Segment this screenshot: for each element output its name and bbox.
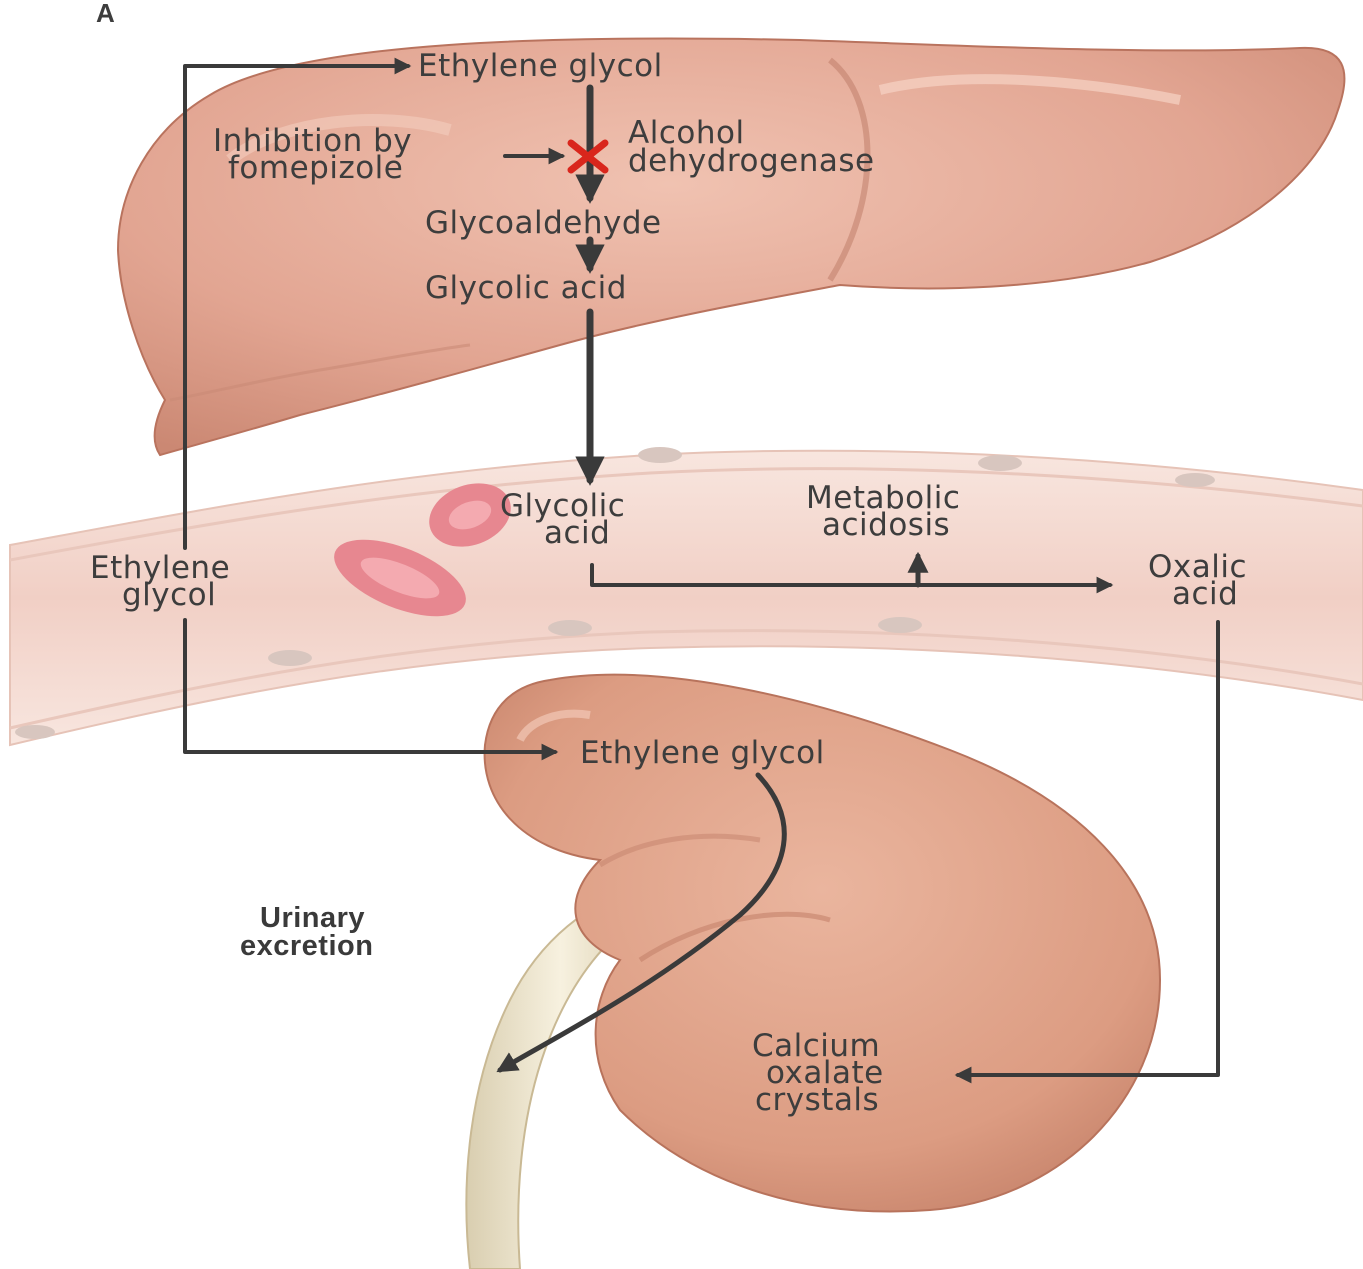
glycoaldehyde-label: Glycoaldehyde	[425, 205, 662, 241]
vessel-glycolic-acid-line2: acid	[544, 515, 610, 551]
calcium-oxalate-line3: crystals	[755, 1082, 879, 1118]
liver-illustration	[118, 39, 1344, 455]
vessel-ethylene-glycol-line2: glycol	[122, 577, 216, 613]
panel-label: A	[96, 0, 115, 28]
enzyme-label-line2: dehydrogenase	[628, 143, 875, 179]
liver-glycolic-acid-label: Glycolic acid	[425, 270, 627, 306]
metabolic-acidosis-line2: acidosis	[822, 507, 950, 543]
oxalic-acid-line2: acid	[1172, 576, 1238, 612]
liver-ethylene-glycol-label: Ethylene glycol	[418, 48, 663, 84]
inhibition-label-line2: fomepizole	[228, 150, 403, 186]
kidney-ethylene-glycol-label: Ethylene glycol	[580, 735, 825, 771]
urinary-excretion-line2: excretion	[240, 930, 373, 962]
